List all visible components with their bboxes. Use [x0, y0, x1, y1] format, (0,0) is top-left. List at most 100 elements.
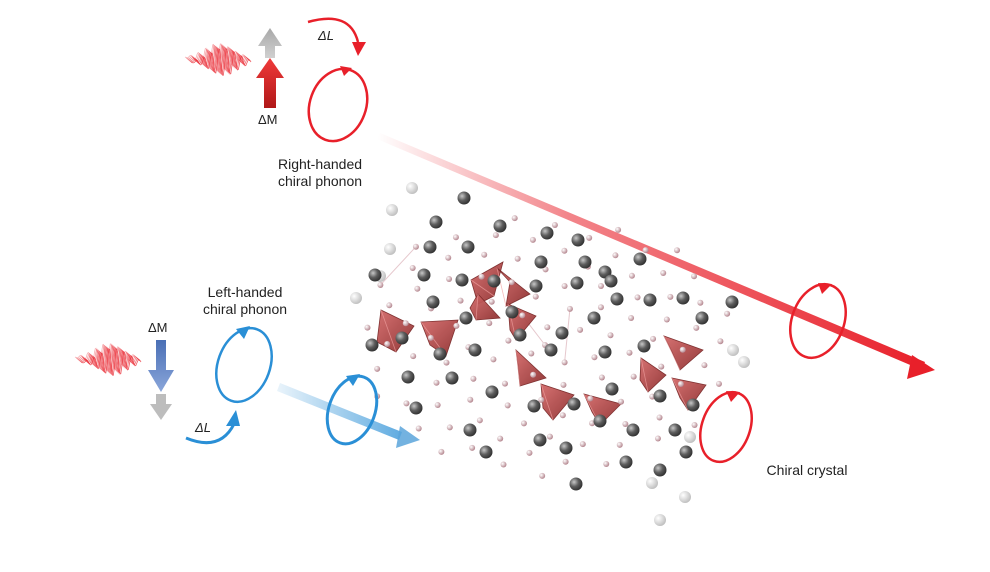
crystal-atom [610, 292, 624, 306]
crystal-small-atom [693, 324, 700, 331]
crystal-tetrahedron-edge [475, 293, 479, 321]
crystal-small-atom [589, 420, 596, 427]
crystal-small-atom [514, 255, 521, 262]
crystal-small-atom [505, 337, 512, 344]
light-pulse-icon [74, 343, 142, 376]
crystal-light-atom [738, 356, 750, 368]
crystal-small-atom [500, 461, 507, 468]
crystal-small-atom [717, 338, 724, 345]
crystal-small-atom [467, 396, 474, 403]
crystal-small-atom [615, 226, 622, 233]
crystal-small-atom [538, 396, 545, 403]
crystal-atom [619, 455, 633, 469]
crystal-small-atom [650, 335, 657, 342]
crystal-small-atom [630, 373, 637, 380]
crystal-small-atom [658, 363, 665, 370]
crystal-atom [559, 441, 573, 455]
crystal-tetrahedron-edge [671, 377, 689, 411]
crystal-small-atom [427, 334, 434, 341]
crystal-atom [513, 328, 527, 342]
left-handed-line1: Left-handed [207, 284, 283, 300]
crystal-tetrahedron-edge [540, 383, 554, 421]
crystal-small-atom [492, 232, 499, 239]
crystal-small-atom [598, 282, 605, 289]
angular-momentum-arrow-icon [185, 410, 240, 445]
magnetization-arrow-icon [256, 28, 284, 108]
crystal-atom [505, 305, 519, 319]
crystal-small-atom [663, 316, 670, 323]
crystal-small-atom [715, 380, 722, 387]
crystal-atom [593, 414, 607, 428]
crystal-small-atom [434, 402, 441, 409]
crystal-small-atom [559, 412, 566, 419]
crystal-light-atom [684, 431, 696, 443]
crystal-small-atom [433, 379, 440, 386]
crystal-small-atom [626, 349, 633, 356]
crystal-small-atom [446, 276, 453, 283]
crystal-small-atom [591, 354, 598, 361]
crystal-tetrahedron-edge [640, 357, 649, 393]
crystal-atom [587, 311, 601, 325]
crystal-small-atom [724, 310, 731, 317]
crystal-atom [676, 291, 690, 305]
crystal-light-atom [386, 204, 398, 216]
crystal-atom [633, 252, 647, 266]
crystal-small-atom [481, 251, 488, 258]
crystal-small-atom [561, 283, 568, 290]
crystal-small-atom [546, 433, 553, 440]
red-beam-arrow [377, 133, 935, 379]
chiral-crystal-label: Chiral crystal [766, 462, 848, 478]
crystal-atom [365, 338, 379, 352]
crystal-tetrahedron-edge [515, 349, 521, 387]
crystal-small-atom [586, 234, 593, 241]
crystal-atom [569, 477, 583, 491]
crystal-atom [368, 268, 382, 282]
circular-rotation-icon [789, 282, 847, 360]
crystal-atom [686, 398, 700, 412]
crystal-small-atom [577, 326, 584, 333]
crystal-small-atom [677, 381, 684, 388]
light-pulse-icon [184, 43, 252, 76]
crystal-atom [605, 382, 619, 396]
crystal-small-atom [386, 302, 393, 309]
crystal-small-atom [598, 374, 605, 381]
crystal-tetrahedron-edge [380, 309, 397, 353]
right-handed-label: Right-handed chiral phonon [255, 156, 385, 190]
crystal-atom [459, 311, 473, 325]
delta-m-left-label: ΔM [148, 320, 168, 335]
circular-rotation-icon [215, 326, 273, 404]
crystal-small-atom [374, 365, 381, 372]
crystal-atom [479, 445, 493, 459]
crystal-atom [485, 385, 499, 399]
circular-rotation-icon [307, 66, 369, 143]
crystal-small-atom [634, 294, 641, 301]
crystal-small-atom [529, 236, 536, 243]
crystal-structure-icon [350, 182, 750, 526]
crystal-light-atom [727, 344, 739, 356]
crystal-small-atom [587, 395, 594, 402]
crystal-atom [463, 423, 477, 437]
crystal-small-atom [539, 472, 546, 479]
crystal-small-atom [415, 425, 422, 432]
crystal-atom [578, 255, 592, 269]
crystal-small-atom [490, 356, 497, 363]
crystal-small-atom [544, 324, 551, 331]
crystal-tetrahedron [639, 357, 667, 393]
circular-rotation-icon [325, 374, 379, 446]
delta-l-top-label: ΔL [318, 28, 334, 43]
crystal-atom [540, 226, 554, 240]
crystal-atom [429, 215, 443, 229]
crystal-small-atom [674, 247, 681, 254]
crystal-tetrahedron-edge [470, 279, 495, 297]
crystal-small-atom [519, 312, 526, 319]
crystal-atom [643, 293, 657, 307]
crystal-small-atom [504, 402, 511, 409]
crystal-atom [626, 423, 640, 437]
crystal-atom [653, 389, 667, 403]
crystal-atom [695, 311, 709, 325]
crystal-atom [395, 331, 409, 345]
crystal-small-atom [486, 320, 493, 327]
crystal-small-atom [476, 417, 483, 424]
right-handed-line2: chiral phonon [277, 173, 363, 189]
crystal-atom [401, 370, 415, 384]
